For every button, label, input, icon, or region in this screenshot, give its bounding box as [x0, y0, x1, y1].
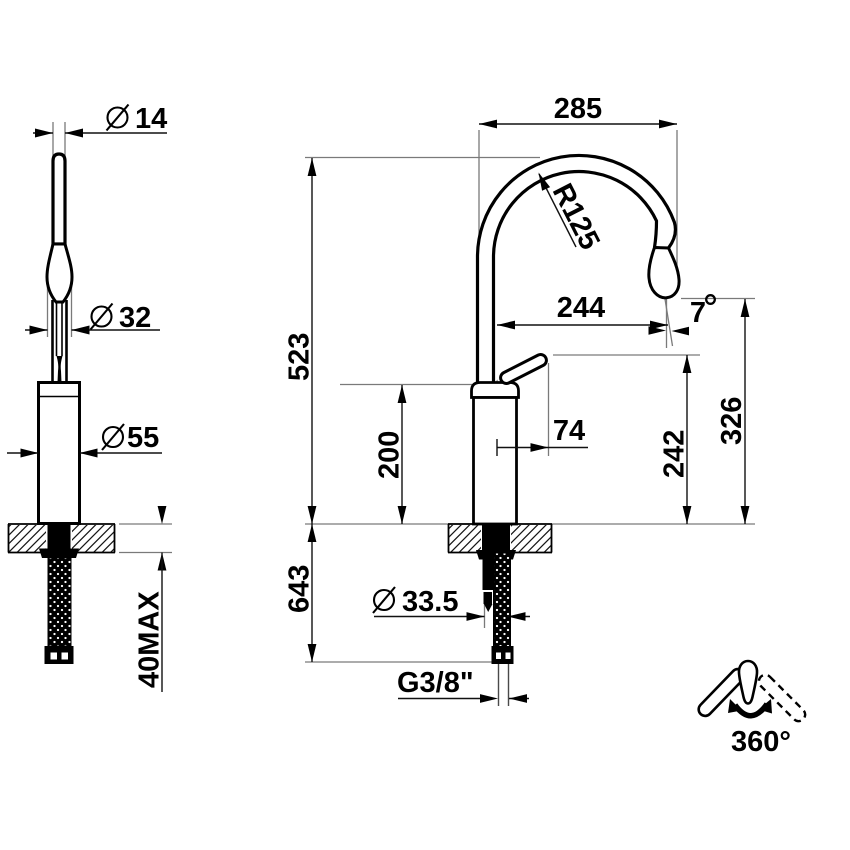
countertop-front-view [447, 523, 553, 554]
dim-body-top-height-label: 200 [374, 431, 406, 479]
dim-mounting-hole-diameter-label: 33.5 [402, 586, 458, 618]
lever-pin-side [56, 356, 63, 383]
lever-grip-side [45, 242, 74, 304]
dim-outlet-angle-label: 7 [690, 297, 706, 329]
dim-lever-top-diameter-label: 14 [135, 103, 167, 135]
spout-inner-curve [491, 169, 659, 383]
dim-spout-span-label: 285 [554, 93, 602, 125]
degree-icon [705, 294, 716, 305]
dim-spout-height-label: 523 [284, 333, 316, 381]
dim-outlet-height-label: 326 [716, 397, 748, 445]
dim-counter-max-label: 40MAX [134, 591, 166, 688]
handle-knob-top [737, 659, 759, 705]
lever-top-side [51, 152, 67, 246]
flex-hose-front [493, 552, 511, 648]
diameter-icon [105, 103, 130, 132]
dim-hose-drop-label: 643 [284, 565, 316, 613]
flex-hose-side [47, 557, 72, 647]
outlet-nozzle [647, 245, 681, 300]
shank-through-counter-side [47, 524, 71, 553]
supply-hose-side-view [39, 548, 79, 664]
countertop-side-view [7, 523, 116, 554]
faucet-front-view [470, 153, 681, 526]
diameter-icon [89, 302, 114, 331]
mixer-lever-front [499, 353, 548, 385]
faucet-side-view [37, 152, 81, 525]
diameter-icon [101, 423, 125, 451]
hose-connector-side [44, 646, 74, 664]
dim-lever-grip-diameter-label: 32 [119, 302, 151, 334]
rotation-angle-label: 360° [731, 726, 791, 758]
hose-connector-front [491, 646, 514, 664]
dimension-labels: 14 32 55 40MAX 285 R125 523 244 7 326 20… [119, 93, 791, 758]
faucet-body-side [37, 381, 81, 525]
diameter-icon [372, 586, 396, 614]
faucet-body-front [472, 396, 518, 526]
body-cap-front [470, 381, 520, 399]
mounting-nut-side [39, 548, 79, 558]
dim-tip-reach-label: 244 [557, 292, 605, 324]
dim-lever-reach-label: 74 [553, 415, 585, 447]
mounting-stud [482, 558, 493, 590]
diameter-symbols [89, 103, 716, 614]
shank-through-counter-front [482, 524, 510, 553]
supply-hose-front-view [476, 550, 516, 664]
handle-position-dashed [757, 673, 807, 723]
handle-rotation-symbol [697, 659, 807, 723]
dim-body-diameter-label: 55 [127, 422, 159, 454]
dim-thread-label: G3/8" [397, 667, 474, 699]
dimension-lines [7, 119, 750, 703]
dim-lever-top-height-label: 242 [659, 430, 691, 478]
